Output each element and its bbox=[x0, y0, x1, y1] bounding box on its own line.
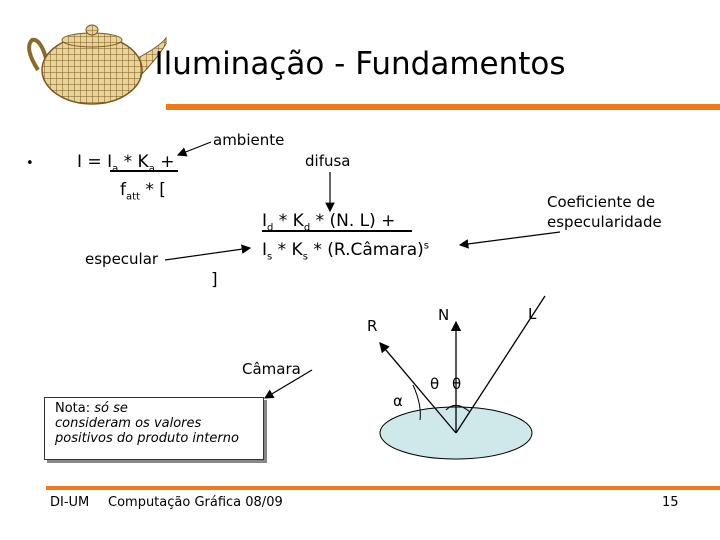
title-underline bbox=[166, 104, 720, 110]
formula-line-3: Id * Kd * (N. L) + bbox=[262, 211, 395, 233]
angle-label-theta-1: θ bbox=[430, 375, 440, 393]
arrow-especular bbox=[164, 244, 252, 261]
formula-mid: * K bbox=[272, 240, 303, 260]
note-line-3: positivos do produto interno bbox=[55, 431, 239, 446]
footer-left: DI-UM bbox=[50, 495, 90, 510]
formula-end: + bbox=[154, 152, 175, 172]
formula-rest: * [ bbox=[139, 180, 166, 200]
formula-sub-a2: a bbox=[148, 163, 155, 175]
formula-id: I bbox=[262, 211, 268, 231]
vector-L bbox=[455, 295, 546, 434]
label-camara: Câmara bbox=[242, 360, 301, 378]
footer-rule bbox=[46, 486, 720, 490]
formula-sub-d2: d bbox=[303, 222, 311, 234]
page-title: Iluminação - Fundamentos bbox=[154, 46, 566, 82]
formula-mid: * K bbox=[118, 152, 149, 172]
formula-sub-a1: a bbox=[112, 163, 119, 175]
arrow-ambiente bbox=[176, 141, 212, 157]
formula-line-2: fatt * [ bbox=[120, 180, 166, 202]
angle-alpha-arc bbox=[412, 384, 421, 421]
bullet: • bbox=[26, 156, 34, 171]
note-box: Nota: só se consideram os valores positi… bbox=[44, 397, 264, 460]
note-line-1: Nota: só se bbox=[55, 401, 263, 416]
angle-label-theta-2: θ bbox=[452, 375, 462, 393]
formula-mid: * K bbox=[273, 211, 304, 231]
vector-label-R: R bbox=[367, 317, 378, 335]
formula-sub-s1: s bbox=[267, 251, 273, 263]
note-line-2: consideram os valores bbox=[55, 416, 202, 431]
label-especular: especular bbox=[85, 250, 159, 268]
page-number: 15 bbox=[662, 495, 679, 510]
formula-exp: s bbox=[423, 240, 429, 252]
term-underline-ambient bbox=[110, 170, 178, 172]
close-bracket: ] bbox=[211, 270, 218, 290]
arrow-coeficiente bbox=[458, 231, 561, 249]
vector-R bbox=[379, 342, 457, 434]
formula-lhs: I = I bbox=[77, 152, 113, 172]
arrow-camara bbox=[263, 369, 313, 399]
formula-end: * (R.Câmara) bbox=[307, 240, 424, 260]
label-coef-line2: especularidade bbox=[547, 213, 662, 231]
formula-is: I bbox=[262, 240, 268, 260]
formula-sub-att: att bbox=[126, 191, 140, 203]
formula-line-1: I = Ia * Ka + bbox=[77, 152, 175, 174]
vector-label-N: N bbox=[438, 306, 450, 324]
angle-theta-arc bbox=[445, 405, 471, 413]
formula-end: * (N. L) + bbox=[310, 211, 396, 231]
formula-sub-d1: d bbox=[267, 222, 274, 234]
term-underline-diffuse bbox=[262, 230, 412, 232]
vector-label-L: L bbox=[528, 305, 537, 323]
formula-line-4: Is * Ks * (R.Câmara)s bbox=[262, 240, 429, 262]
angle-label-alpha: α bbox=[393, 392, 403, 410]
label-coef-line1: Coeficiente de bbox=[547, 193, 656, 211]
teapot-logo-icon bbox=[27, 24, 167, 105]
label-ambiente: ambiente bbox=[213, 131, 285, 149]
footer-center: Computação Gráfica 08/09 bbox=[108, 495, 283, 510]
formula-f: f bbox=[120, 180, 126, 200]
formula-sub-s2: s bbox=[302, 251, 308, 263]
note-label: Nota: bbox=[55, 401, 91, 416]
label-difusa: difusa bbox=[305, 152, 351, 170]
note-text-1: só se bbox=[90, 401, 128, 416]
